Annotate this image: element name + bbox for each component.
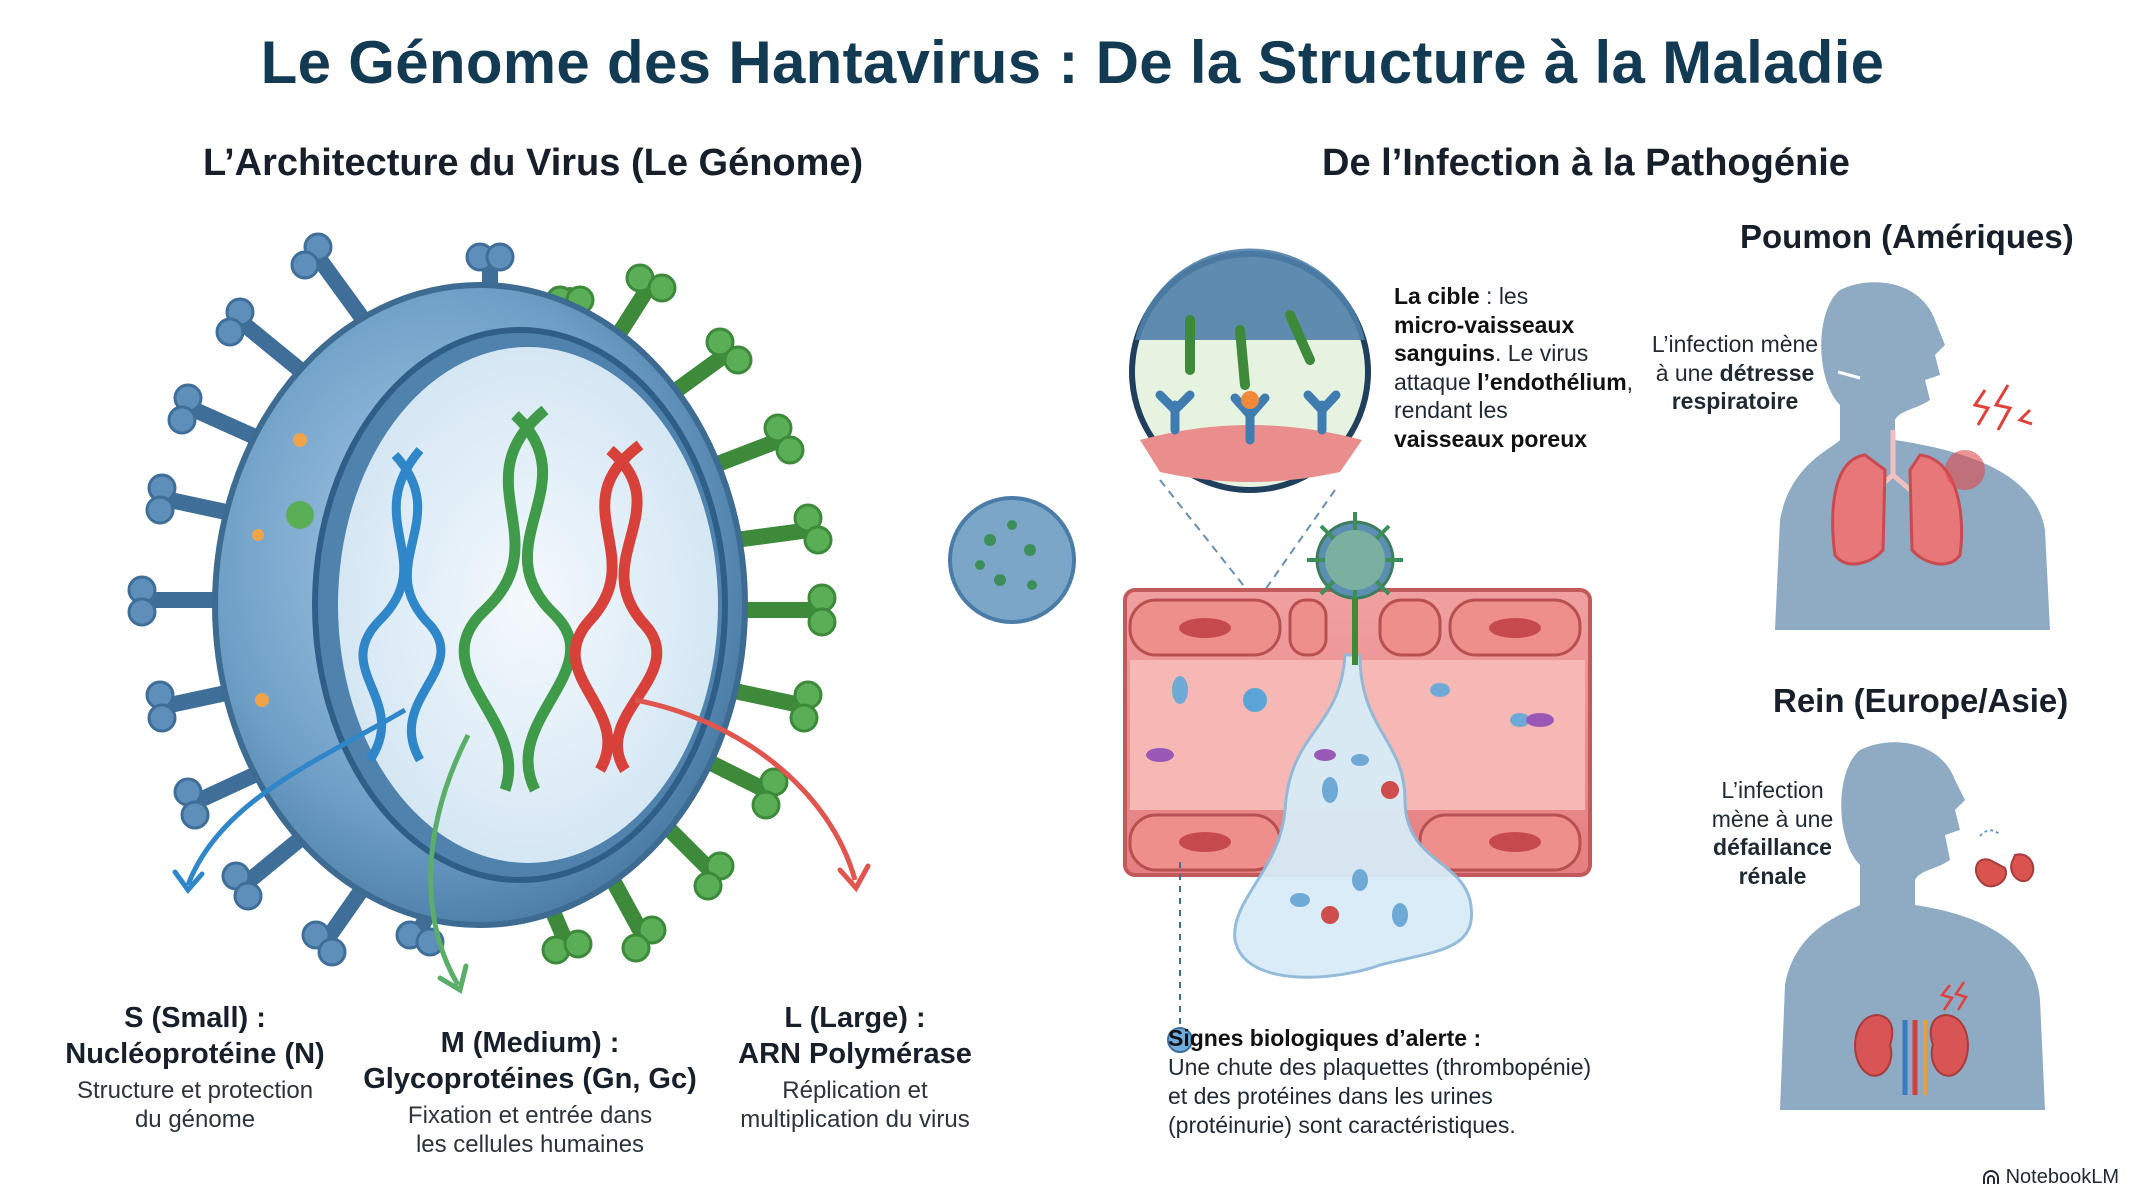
segment-s-name: S (Small) : [124, 1002, 266, 1034]
kidney-title: Rein (Europe/Asie) [1773, 682, 2069, 719]
callout-micro-vessels: micro-vaisseaux [1394, 311, 1575, 338]
kidney-text: L’infection mène à une défaillance rénal… [1685, 776, 1860, 890]
main-title: Le Génome des Hantavirus : De la Structu… [260, 29, 1885, 96]
callout-text-1: : les [1479, 283, 1529, 309]
segment-s-desc-2: du génome [134, 1106, 256, 1133]
kidney-text-defaillance: défaillance [1713, 834, 1832, 860]
notebooklm-logo-icon [1982, 1169, 1999, 1184]
segment-m-protein: Glycoprotéines (Gn, Gc) [363, 1063, 697, 1095]
callout-sanguins: sanguins [1394, 340, 1495, 366]
kidneys-icon [1854, 1013, 1969, 1095]
callout-text-4-post: , [1626, 368, 1634, 395]
alert-line-3: (protéinurie) sont caractéristiques. [1168, 1112, 1516, 1138]
blood-vessel-icon [1123, 512, 1592, 1053]
lung-text-respiratoire: respiratoire [1671, 388, 1799, 414]
callout-text-5: rendant les [1394, 397, 1508, 423]
brand-label: NotebookLM [2005, 1166, 2119, 1188]
kidney-person-silhouette [1780, 742, 2045, 1110]
alert-heading: Signes biologiques d’alerte : [1168, 1025, 1482, 1051]
virus-at-breach-icon [1307, 512, 1403, 665]
segment-l-label: L (Large) : ARN Polymérase Réplication e… [715, 1000, 995, 1134]
segment-s-desc-1: Structure et protection [76, 1077, 314, 1104]
kidney-pain-spark-icon [1939, 981, 1968, 1011]
lung-text-1: L’infection mène [1651, 331, 1819, 357]
segment-l-name: L (Large) : [784, 1002, 926, 1034]
spike-glycoproteins-green [541, 263, 837, 965]
arrow-to-s-segment [185, 707, 407, 886]
callout-text-3: . Le virus [1494, 340, 1589, 366]
left-section-title: L’Architecture du Virus (Le Génome) [203, 142, 864, 184]
segment-m-name: M (Medium) : [440, 1027, 620, 1059]
lung-text-detresse: détresse [1719, 359, 1815, 386]
pain-spark-icon [1972, 384, 2033, 431]
alert-signs: Signes biologiques d’alerte : Une chute … [1168, 1024, 1728, 1140]
segment-s-label: S (Small) : Nucléoprotéine (N) Structure… [40, 1000, 350, 1134]
callout-endothelium: l’endothélium [1477, 368, 1627, 395]
kidney-text-1: L’infection [1721, 777, 1824, 803]
right-section-title: De l’Infection à la Pathogénie [1322, 142, 1850, 184]
kidney-text-renale: rénale [1738, 862, 1807, 889]
callout-porous-vessels: vaisseaux poreux [1394, 425, 1588, 452]
kidney-icon [1975, 853, 2035, 888]
lungs-icon [1831, 430, 1985, 566]
rna-segment-s-helix [358, 447, 446, 763]
endothelium-zoom-icon [1129, 248, 1371, 601]
target-callout: La cible : les micro-vaisseaux sanguins.… [1394, 282, 1654, 453]
lung-text-2-pre: à une [1655, 359, 1720, 386]
lung-text: L’infection mène à une détresse respirat… [1645, 330, 1825, 416]
kidney-text-2: mène à une [1711, 805, 1834, 832]
segment-l-protein: ARN Polymérase [738, 1038, 972, 1070]
segment-m-label: M (Medium) : Glycoprotéines (Gn, Gc) Fix… [350, 1025, 710, 1159]
arrow-to-l-segment [634, 697, 858, 881]
alert-line-2: et des protéines dans les urines [1168, 1083, 1493, 1109]
segment-l-desc-2: multiplication du virus [740, 1106, 970, 1133]
segment-m-desc-2: les cellules humaines [415, 1131, 645, 1158]
alert-line-1: Une chute des plaquettes (thrombopénie) [1168, 1054, 1592, 1080]
lung-title: Poumon (Amériques) [1740, 218, 2074, 255]
arrow-to-m-segment [428, 733, 471, 987]
rna-segment-l-helix [569, 440, 663, 773]
callout-target-label: La cible [1394, 283, 1480, 309]
segment-s-protein: Nucléoprotéine (N) [65, 1038, 325, 1070]
callout-text-4-pre: attaque [1394, 368, 1478, 395]
notebooklm-watermark: NotebookLM [1982, 1166, 2119, 1189]
spike-glycoproteins-blue [127, 232, 515, 967]
segment-l-desc-1: Réplication et [782, 1077, 928, 1104]
virus-particle-icon [948, 496, 1076, 624]
rna-segment-m-helix [458, 405, 576, 793]
segment-m-desc-1: Fixation et entrée dans [407, 1102, 653, 1129]
